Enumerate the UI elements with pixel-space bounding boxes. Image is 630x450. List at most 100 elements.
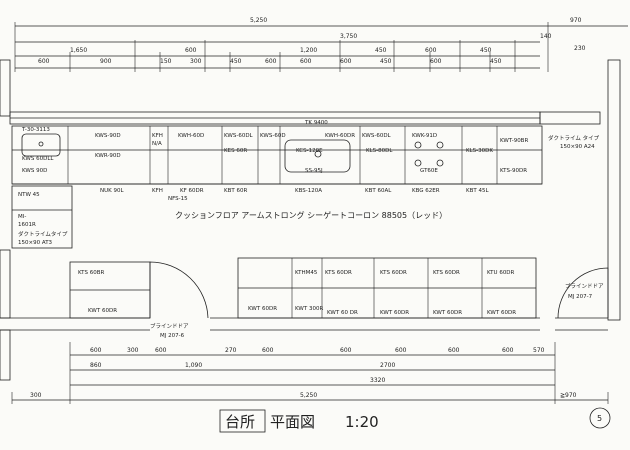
unit-bottom: KWT 60DR [433, 310, 462, 316]
drawing-scale: 1:20 [345, 413, 379, 431]
small-label: N/A [152, 141, 162, 147]
bottom-dims-row1: 600 300 600 270 600 600 600 600 600 570 [90, 347, 545, 354]
dim-b1: 600 [90, 347, 102, 354]
dim-detail: 150 [160, 58, 172, 65]
unit-bottom: KWT 60DR [380, 310, 409, 316]
title-box-text: 台所 [225, 413, 255, 431]
left-mi: MI- [18, 214, 26, 220]
dim-b-overall: 5,250 [300, 392, 317, 399]
floor-note: クッションフロア アームストロング シーゲートコーロン 88505（レッド） [175, 210, 447, 220]
dim-b2: 1,090 [185, 362, 202, 369]
unit-bottom: KWT 60DR [88, 308, 117, 314]
dim-b1: 600 [340, 347, 352, 354]
dim-b1: 600 [502, 347, 514, 354]
dim-detail: 600 [38, 58, 50, 65]
dim-detail: 450 [230, 58, 242, 65]
tk-label: TK 9400 [304, 120, 328, 126]
left-sub-code2: KWS 90D [22, 168, 47, 174]
dim-b2: 2700 [380, 362, 395, 369]
unit-label: KWR-90D [95, 153, 121, 159]
dim-group1: 1,650 [70, 47, 87, 54]
left-duct: ダクトライムタイプ [18, 230, 68, 238]
dim-group6: 450 [480, 47, 492, 54]
unit-label: KWS-90D [95, 133, 121, 139]
unit-label: KWS-60DL [224, 133, 254, 139]
unit-bottom: KWT 60DR [487, 310, 516, 316]
label-lower: NUK 90L [100, 188, 124, 194]
dim-subtotal: 3,750 [340, 33, 357, 40]
right-duct-a: ダクトライム タイプ [548, 134, 600, 142]
left-duct2: 150×90 AT3 [18, 240, 53, 246]
title-rest: 平面図 [270, 413, 315, 431]
unit-bottom: KWT 60DR [248, 306, 277, 312]
label-lower: KF 60DR [180, 188, 204, 194]
dim-group5: 600 [425, 47, 437, 54]
dim-detail: 900 [100, 58, 112, 65]
dim-detail: 450 [380, 58, 392, 65]
unit-bottom: KWT 60 DR [327, 310, 358, 316]
left-top-code: T-30-3113 [21, 127, 50, 133]
unit-label: KWT-90BR [500, 138, 528, 144]
dim-b1: 600 [155, 347, 167, 354]
unit-bottom: KWT 300R [295, 306, 323, 312]
dim-detail: 600 [300, 58, 312, 65]
label-kls2: KLS-30DK [466, 148, 493, 154]
label-kls: KLS-80DL [366, 148, 393, 154]
dim-detail: 300 [190, 58, 202, 65]
label-ss: SS-95J [305, 168, 323, 174]
right-door-b: MJ 207-7 [568, 294, 593, 300]
label-kes: KES 60R [224, 148, 247, 154]
dim-group4: 450 [375, 47, 387, 54]
label-gt: GT60E [420, 168, 438, 174]
label-lower: NFS-15 [168, 196, 188, 202]
dim-overall-top: 5,250 [250, 17, 267, 24]
dim-group2: 600 [185, 47, 197, 54]
dim-right-b: 230 [574, 45, 586, 52]
unit-bottom: KTS 60DR [433, 270, 460, 276]
dim-b2: 860 [90, 362, 102, 369]
dim-b1: 270 [225, 347, 237, 354]
dim-b3: 3320 [370, 377, 385, 384]
unit-bottom: KTS 60DR [380, 270, 407, 276]
unit-bottom: KTS 60DR [325, 270, 352, 276]
unit-bottom: KTU 60DR [487, 270, 515, 276]
top-detail-dims: 600 900 150 300 450 600 600 600 450 600 … [38, 58, 502, 65]
sheet-number: 5 [597, 414, 602, 423]
dim-b1: 600 [448, 347, 460, 354]
unit-label: KWS-60D [260, 133, 286, 139]
label-lower: KBT 45L [466, 188, 489, 194]
left-ntw: NTW 45 [18, 192, 40, 198]
unit-bottom: KTS 60BR [78, 270, 105, 276]
unit-label: KWS-60DL [362, 133, 392, 139]
right-door-a: ブラインドドア [565, 282, 604, 290]
dim-b-left: 300 [30, 392, 42, 399]
dim-b1: 300 [127, 347, 139, 354]
right-duct-b: 150×90 A24 [560, 144, 595, 150]
unit-bottom: KTHM45 [295, 270, 318, 276]
door-left-label: ブラインドドア [150, 322, 189, 330]
dim-b1: 570 [533, 347, 545, 354]
label-sink: KCS-120E [296, 148, 323, 154]
dim-b-right: ≧970 [560, 392, 577, 399]
small-label: KFH [152, 133, 163, 139]
dim-group3: 1,200 [300, 47, 317, 54]
dim-right-a: 140 [540, 33, 552, 40]
left-sub-code: KWS 60DLL [22, 156, 54, 162]
label-lower: KBT 60AL [365, 188, 392, 194]
unit-label: KWH-60D [178, 133, 204, 139]
label-kts: KTS-90DR [500, 168, 527, 174]
left-mi2: 1601R [18, 222, 36, 228]
dim-detail: 600 [430, 58, 442, 65]
door-left-code: MJ 207-6 [160, 333, 185, 339]
dim-b1: 600 [395, 347, 407, 354]
unit-label: KWH-60DR [325, 133, 355, 139]
dim-right-overall: 970 [570, 17, 582, 24]
dim-b1: 600 [262, 347, 274, 354]
dim-detail: 450 [490, 58, 502, 65]
unit-label: KWK-91D [412, 133, 437, 139]
label-lower: KBS-120A [295, 188, 322, 194]
dim-detail: 600 [340, 58, 352, 65]
label-lower: KFH [152, 188, 163, 194]
label-lower: KBT 60R [224, 188, 247, 194]
